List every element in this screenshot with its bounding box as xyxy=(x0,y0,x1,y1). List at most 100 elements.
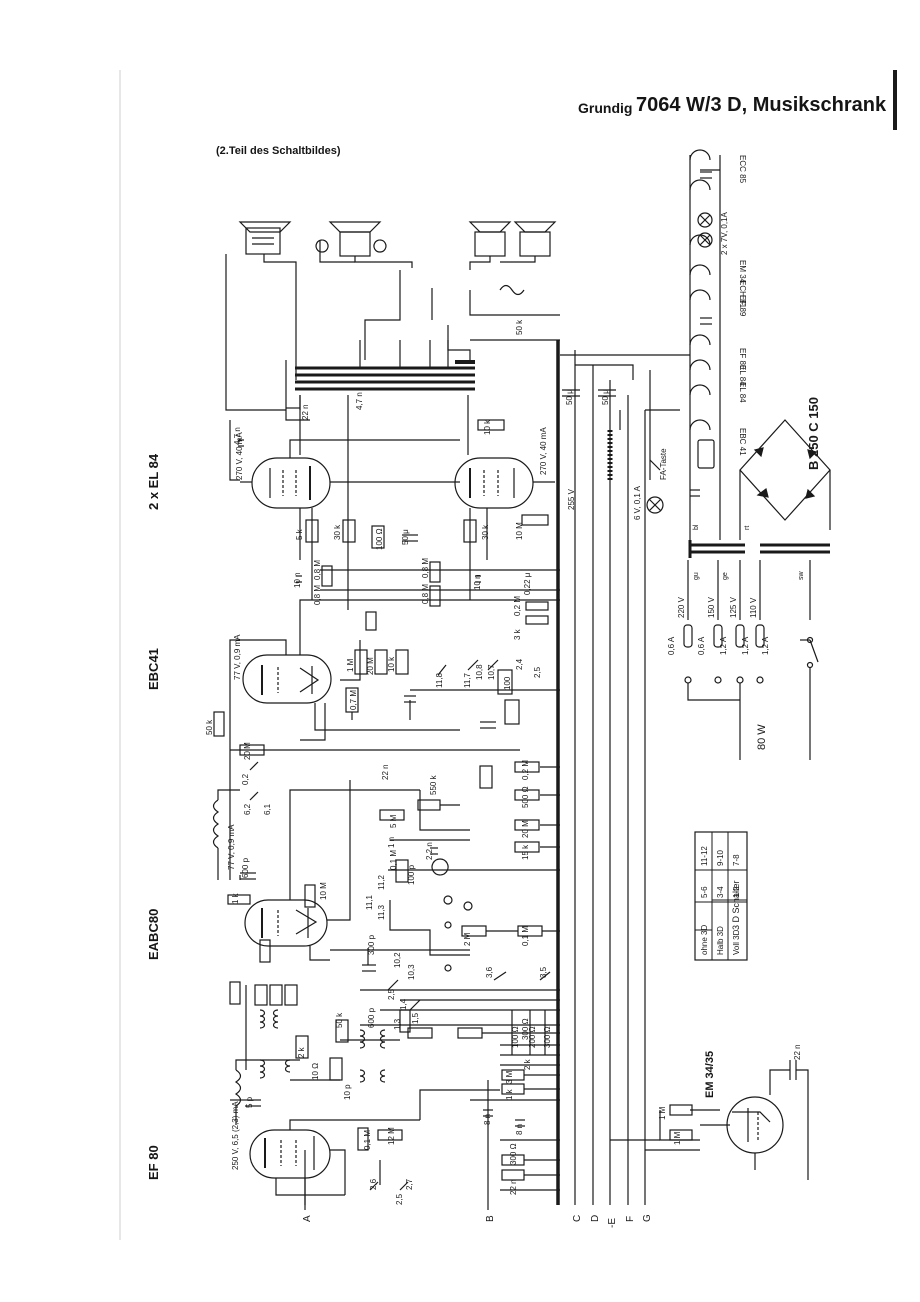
component-value: 270 V, 40 mA xyxy=(539,427,548,475)
wire-code: sw xyxy=(798,571,805,581)
component-value: 10 k xyxy=(483,419,492,435)
fuse-rating: 1,2 A xyxy=(761,636,770,655)
bus-label-c: C xyxy=(572,1215,583,1222)
component-value: 1 M xyxy=(673,1131,682,1145)
tube-label-em34: EM 34/35 xyxy=(704,1050,716,1098)
filament-string xyxy=(689,149,721,520)
component-value: 5 p xyxy=(245,1096,254,1108)
component-value: 1,3 xyxy=(393,1018,402,1030)
component-value: 10 M xyxy=(515,522,524,540)
component-value: 20 M xyxy=(366,657,375,675)
eabc80-tube xyxy=(244,899,328,947)
component-value: 0,8 M xyxy=(313,585,322,605)
bus-label-g: G xyxy=(642,1214,653,1222)
em34-indicator xyxy=(726,1096,784,1154)
component-value: 600 p xyxy=(367,1007,376,1028)
component-value: 10,8 xyxy=(475,664,484,680)
model-title: 7064 W/3 D, Musikschrank xyxy=(636,94,887,116)
component-value: 100 Ω xyxy=(511,1026,520,1048)
component-value: 11,1 xyxy=(365,894,374,910)
component-value: 1 k xyxy=(505,1088,514,1100)
fuse-row xyxy=(683,624,819,760)
brand-label: Grundig xyxy=(578,100,633,116)
component-value: 2,4 xyxy=(515,658,524,670)
filament-tube-label: EL 84 xyxy=(738,365,747,386)
voltage-tap: 220 V xyxy=(677,596,686,618)
component-value: 4,7 n xyxy=(355,392,364,410)
tube-label-ef80: EF 80 xyxy=(146,1145,161,1180)
component-value: 270 V, 40 mA xyxy=(235,432,244,480)
component-value: 2 k xyxy=(297,1046,306,1058)
bus-label-b: B xyxy=(485,1215,496,1222)
component-value: 8 n xyxy=(515,1124,524,1135)
component-value: 200 Ω xyxy=(528,1026,537,1048)
component-value: 500 Ω xyxy=(521,786,530,808)
component-value: 10,7 xyxy=(487,664,496,680)
speaker-group xyxy=(238,221,557,257)
component-value: 15 k xyxy=(521,844,530,860)
power-transformer xyxy=(688,540,830,558)
ef80-tube xyxy=(249,1129,331,1179)
component-value: 3,6 xyxy=(485,966,494,978)
component-value: 10 Ω xyxy=(311,1063,320,1080)
voltage-tap: 110 V xyxy=(749,597,758,618)
component-value: 550 k xyxy=(429,774,438,795)
component-value: 0,1 M xyxy=(389,850,398,870)
power-rating-label: 80 W xyxy=(756,724,768,750)
tube-label-output: 2 x EL 84 xyxy=(146,453,161,510)
fa-key-label: FA-Taste xyxy=(659,448,668,480)
component-value: 2,5 xyxy=(533,666,542,678)
filament-tube-label: ECC 85 xyxy=(738,155,747,184)
component-value: 0,2 M xyxy=(521,760,530,780)
filament-tube-label: EF 80 xyxy=(738,348,747,370)
component-value: 2 M xyxy=(463,932,472,946)
component-value: 3,5 xyxy=(539,966,548,978)
component-value: 2,2 n xyxy=(425,842,434,860)
bus-label-d: D xyxy=(590,1215,601,1222)
component-value: 50 k xyxy=(515,319,524,335)
component-value: 0,8 M xyxy=(421,558,430,578)
bus-label-e: -E xyxy=(607,1218,618,1228)
voltage-tap: 125 V xyxy=(729,596,738,618)
rectifier-label: B 250 C 150 xyxy=(806,397,821,470)
switch-table xyxy=(694,831,748,961)
component-value: 250 V, 6,5 (2,3) mA xyxy=(231,1101,240,1170)
component-value: 1,5 xyxy=(411,1012,420,1024)
component-value: 4,7 n xyxy=(233,427,242,445)
component-value: 10 n xyxy=(473,574,482,590)
component-value: 22 n xyxy=(793,1044,802,1060)
component-value: 0,2 xyxy=(241,773,250,785)
component-value: 50 μ xyxy=(401,529,410,545)
component-value: 50 k xyxy=(335,1012,344,1028)
component-value: 6,2 xyxy=(243,803,252,815)
component-value: 100 xyxy=(503,676,512,690)
filter-cap-value: 50 μ xyxy=(601,389,610,405)
component-value: 0,8 M xyxy=(313,560,322,580)
component-value: 12 M xyxy=(387,1127,396,1145)
component-value: 22 n xyxy=(509,1179,518,1195)
wire-code: ge xyxy=(722,572,729,580)
wire-code: gu xyxy=(693,572,700,580)
component-value: 11,2 xyxy=(377,874,386,890)
component-value: 600 p xyxy=(241,857,250,878)
component-value: 10 n xyxy=(293,572,302,588)
component-value: 30 k xyxy=(481,524,490,540)
component-value: 6,1 xyxy=(263,803,272,815)
ebc41-tube xyxy=(242,654,332,704)
component-value: 3 M xyxy=(505,1070,514,1084)
switch-row-label: Halb 3D xyxy=(716,926,725,955)
component-value: 1 k xyxy=(231,892,240,904)
filament-tube-label: EBC 41 xyxy=(738,428,747,456)
voltage-tap: 150 V xyxy=(707,596,716,618)
component-value: 1 M xyxy=(346,658,355,672)
switch-row-contact: 7-8 xyxy=(732,854,741,866)
switch-row-contact: 11-12 xyxy=(700,846,709,866)
heater-lamp-label: 2 x 7V, 0,1A xyxy=(720,211,729,255)
component-value: 2 k xyxy=(523,1058,532,1070)
fuse-rating: 0,6 A xyxy=(667,636,676,655)
component-value: 22 n xyxy=(381,764,390,780)
component-value: 11,3 xyxy=(377,904,386,920)
wire-code: bl xyxy=(693,524,700,530)
component-value: 2,6 xyxy=(369,1178,378,1190)
component-value: 77 V, 0,9 mA xyxy=(227,824,236,870)
